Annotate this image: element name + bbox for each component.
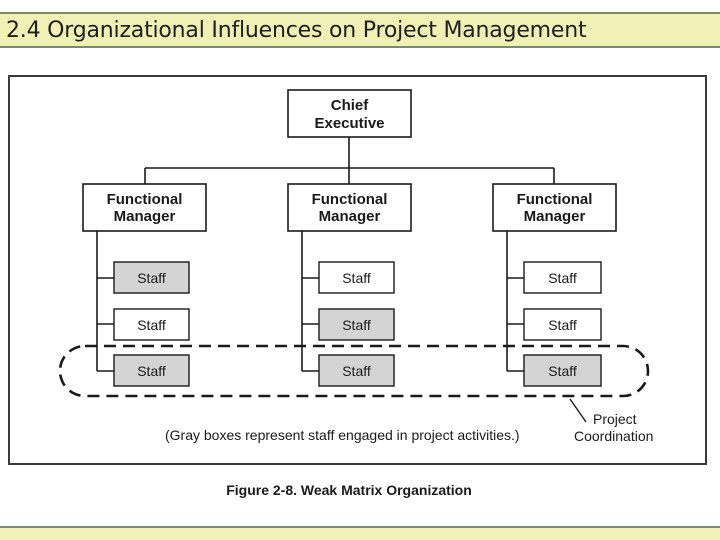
- staff-box-c2-r1: Staff: [318, 261, 395, 294]
- staff-label: Staff: [137, 317, 166, 333]
- staff-label: Staff: [548, 317, 577, 333]
- manager-line1: Functional: [517, 191, 593, 208]
- chief-executive-box: Chief Executive: [287, 89, 412, 138]
- manager-line2: Manager: [319, 208, 381, 225]
- staff-label: Staff: [342, 317, 371, 333]
- manager-line1: Functional: [107, 191, 183, 208]
- functional-manager-box-3: Functional Manager: [492, 183, 617, 232]
- exec-line1: Chief: [331, 97, 370, 114]
- manager-line2: Manager: [114, 208, 176, 225]
- staff-label: Staff: [342, 270, 371, 286]
- connector-lines: [96, 137, 555, 372]
- staff-label: Staff: [137, 363, 166, 379]
- manager-line1: Functional: [312, 191, 388, 208]
- functional-manager-box-2: Functional Manager: [287, 183, 412, 232]
- manager-line2: Manager: [524, 208, 586, 225]
- staff-box-c1-r1: Staff: [113, 261, 190, 294]
- staff-box-c1-r2: Staff: [113, 308, 190, 341]
- exec-line2: Executive: [314, 115, 384, 132]
- slide-title: 2.4 Organizational Influences on Project…: [6, 18, 587, 43]
- staff-box-c3-r1: Staff: [523, 261, 602, 294]
- staff-label: Staff: [548, 363, 577, 379]
- title-bar: 2.4 Organizational Influences on Project…: [0, 12, 720, 48]
- staff-box-c2-r2: Staff: [318, 308, 395, 341]
- staff-box-c3-r3: Staff: [523, 354, 602, 387]
- figure-caption: Figure 2-8. Weak Matrix Organization: [226, 482, 472, 498]
- staff-label: Staff: [137, 270, 166, 286]
- coordination-label-line2: Coordination: [574, 428, 653, 444]
- footer-bar: [0, 526, 720, 540]
- functional-manager-box-1: Functional Manager: [82, 183, 207, 232]
- staff-box-c2-r3: Staff: [318, 354, 395, 387]
- staff-label: Staff: [342, 363, 371, 379]
- staff-box-c1-r3: Staff: [113, 354, 190, 387]
- coordination-pointer-line: [569, 398, 587, 423]
- project-coordination-ellipse: [58, 344, 650, 398]
- coordination-label-line1: Project: [593, 411, 637, 427]
- diagram-note: (Gray boxes represent staff engaged in p…: [165, 427, 520, 443]
- staff-box-c3-r2: Staff: [523, 308, 602, 341]
- staff-label: Staff: [548, 270, 577, 286]
